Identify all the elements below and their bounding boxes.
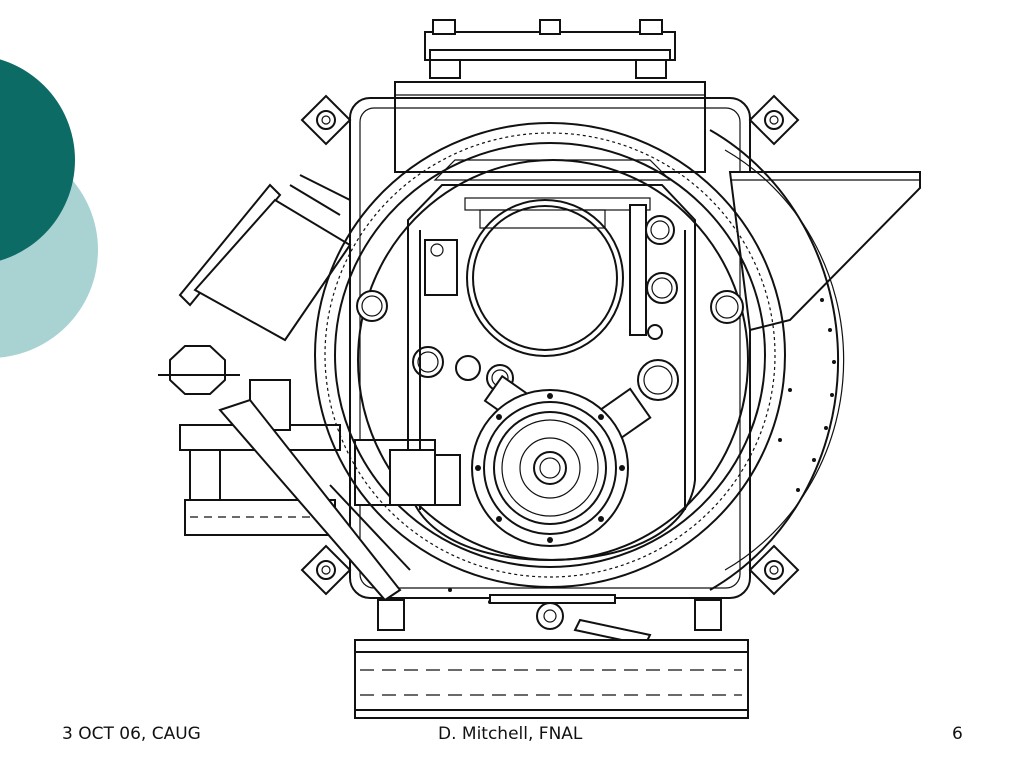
left-angled-port	[178, 174, 352, 342]
corner-lug-top-left	[300, 94, 352, 146]
right-hopper	[728, 171, 921, 332]
base-plate	[354, 639, 749, 719]
corner-lug-top-right	[748, 94, 800, 146]
slide-number: 6	[952, 724, 963, 744]
cryostat-cross-section-drawing	[158, 19, 921, 719]
main-beam-tube	[466, 199, 624, 357]
bottom-support	[377, 594, 722, 647]
footer-date-event: 3 OCT 06, CAUG	[62, 724, 201, 744]
outer-ring-arc	[709, 129, 840, 591]
vessel-outer-wall	[314, 122, 786, 588]
service-pipes	[356, 215, 744, 401]
lower-cylinder-assembly	[471, 389, 629, 547]
inner-shield-liner	[407, 184, 696, 562]
slide-decoration	[0, 59, 98, 358]
corner-lug-bottom-left	[300, 544, 352, 596]
corner-lug-bottom-right	[748, 544, 800, 596]
footer-author: D. Mitchell, FNAL	[438, 724, 583, 744]
dark-teal-circle	[0, 59, 75, 261]
